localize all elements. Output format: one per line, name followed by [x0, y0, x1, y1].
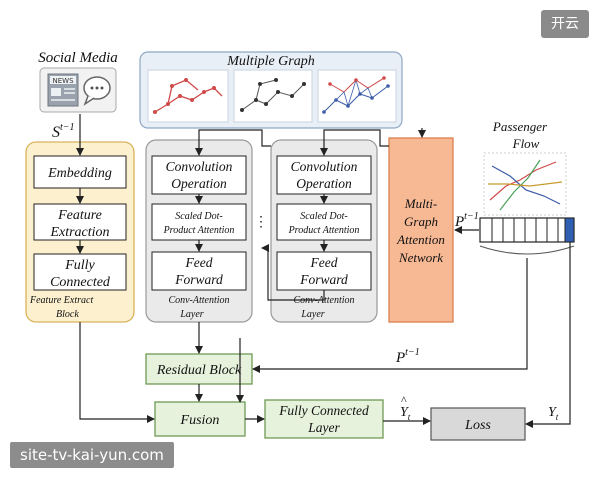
feed-forward-label-2a: Feed	[310, 255, 338, 270]
fc-layer-box	[264, 399, 384, 439]
mgan-panel	[388, 137, 454, 323]
watermark-url: site-tv-kai-yun.com	[10, 442, 174, 468]
feed-forward-label-2b: Forward	[299, 272, 348, 287]
convolution-label-1a: Convolution	[166, 159, 233, 174]
mgan-label-4: Network	[398, 250, 443, 265]
feed-forward-box-1	[151, 251, 247, 291]
feature-extraction-label-line2: Extraction	[49, 225, 109, 240]
mgan-block: Multi- Graph Attention Network	[388, 137, 454, 323]
loss-label: Loss	[464, 418, 491, 433]
fc-layer-label-1: Fully Connected	[278, 403, 369, 418]
y-hat-signal: Yt	[400, 405, 411, 422]
convolution-label-1b: Operation	[171, 176, 227, 191]
fusion-box	[154, 401, 246, 437]
conv-layer-1-caption-b: Layer	[179, 309, 203, 320]
multiple-graph-title: Multiple Graph	[226, 54, 315, 69]
sequence-brace	[479, 245, 575, 255]
feature-block-caption-line2: Block	[56, 309, 79, 320]
social-media-group: Social Media NEWS St−1	[38, 50, 118, 141]
conv-attention-layer-2: Convolution Operation Scaled Dot- Produc…	[270, 139, 378, 323]
feature-extract-block: Embedding Feature Extraction Fully Conne…	[25, 141, 135, 323]
fc-layer-label-2: Layer	[307, 420, 340, 435]
fully-connected-label-line1: Fully	[64, 258, 95, 273]
residual-block-box	[145, 353, 253, 385]
conv-layer-1-caption-a: Conv-Attention	[168, 295, 229, 306]
chat-bubble-icon	[83, 76, 111, 106]
passenger-flow-title-2: Flow	[512, 136, 540, 151]
mgan-label-3: Attention	[396, 232, 445, 247]
mgan-label-2: Graph	[404, 214, 438, 229]
passenger-flow-group: Passenger Flow Pt−1	[454, 119, 575, 255]
fusion-label: Fusion	[180, 413, 220, 428]
news-icon: NEWS	[47, 73, 79, 107]
feed-forward-label-1b: Forward	[174, 272, 223, 287]
graph-thumbnail-red	[147, 69, 229, 123]
feed-forward-label-1a: Feed	[185, 255, 213, 270]
social-media-title: Social Media	[38, 50, 118, 66]
y-hat-accent: ^	[401, 393, 407, 407]
news-icon-text: NEWS	[52, 77, 74, 85]
ellipsis-separator: ⋮	[254, 215, 268, 230]
p-passenger-signal: Pt−1	[454, 211, 479, 230]
convolution-label-2b: Operation	[296, 176, 352, 191]
fully-connected-box	[33, 253, 127, 291]
attention-label-2b: Product Attention	[288, 225, 360, 236]
passenger-flow-title-1: Passenger	[492, 119, 548, 134]
connection-arrows	[76, 114, 571, 428]
conv-layer-2-caption-b: Layer	[300, 309, 324, 320]
attention-box-1	[151, 203, 247, 241]
graph-thumbnail-plain	[233, 69, 313, 123]
mgan-label-1: Multi-	[404, 196, 438, 211]
feed-forward-box-2	[276, 251, 372, 291]
p-feedback-signal: Pt−1	[395, 347, 420, 366]
feature-block-caption-line1: Feature Extract	[29, 295, 93, 306]
y-true-signal: Yt	[548, 405, 559, 422]
convolution-label-2a: Convolution	[291, 159, 358, 174]
residual-block-label: Residual Block	[156, 363, 242, 378]
multiple-graph-group: Multiple Graph	[139, 51, 403, 129]
attention-box-2	[276, 203, 372, 241]
embedding-box	[33, 155, 127, 189]
loss-box	[430, 407, 526, 441]
corner-badge: 开云	[541, 10, 589, 38]
attention-label-2a: Scaled Dot-	[300, 211, 348, 222]
attention-label-1b: Product Attention	[163, 225, 235, 236]
attention-label-1a: Scaled Dot-	[175, 211, 223, 222]
s-signal-label: St−1	[52, 122, 75, 141]
feature-extraction-box	[33, 203, 127, 241]
conv-attention-layer-1: Convolution Operation Scaled Dot- Produc…	[145, 139, 253, 323]
embedding-label: Embedding	[47, 166, 112, 181]
fully-connected-label-line2: Connected	[50, 275, 111, 290]
convolution-box-1	[151, 155, 247, 195]
feature-extraction-label-line1: Feature	[57, 208, 102, 223]
passenger-flow-sequence-bar	[479, 217, 575, 243]
convolution-box-2	[276, 155, 372, 195]
